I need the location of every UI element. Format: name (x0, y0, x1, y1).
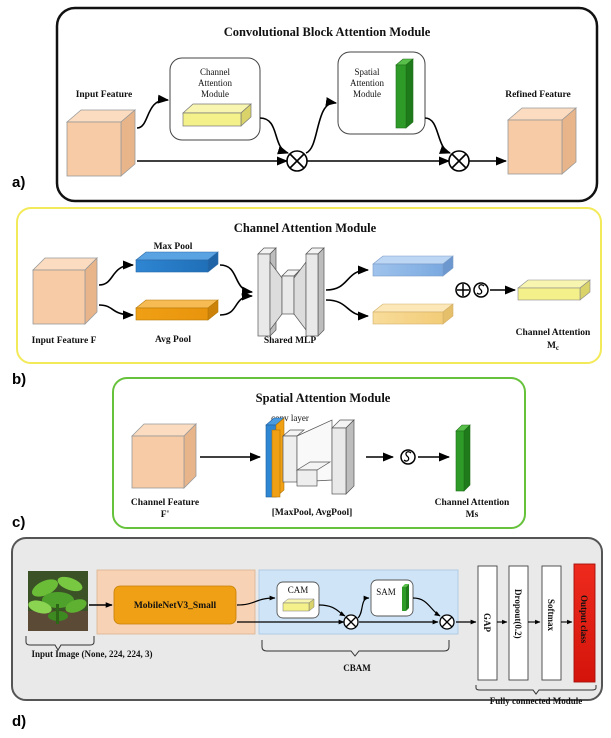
panel-a: Convolutional Block Attention Module Inp… (12, 6, 599, 203)
output-class-layer (573, 563, 596, 683)
multiply-op-1 (286, 150, 308, 172)
flow-sam-to-mul (412, 597, 441, 617)
input-image-brace (25, 636, 95, 651)
sigmoid-op-icon (473, 282, 489, 298)
cam-block-plate-icon (282, 598, 315, 612)
input-feature-f-label: Input Feature F (32, 336, 97, 346)
gap-layer (477, 565, 498, 681)
conv-layer-label: conv layer (271, 413, 309, 423)
cam-title-line3: Module (201, 89, 229, 99)
avg-pool-output-plate (372, 303, 454, 325)
flow-backbone-to-cam (236, 595, 276, 606)
gap-label: GAP (482, 613, 492, 633)
dropout-label: Dropout(0.2) (513, 589, 523, 639)
panel-b-label: b) (12, 371, 26, 388)
fc-module-brace (475, 685, 597, 695)
flow-avgpool-to-mlp (219, 291, 254, 316)
panel-a-title: Convolutional Block Attention Module (224, 25, 431, 39)
mobilenet-backbone-block (113, 585, 237, 625)
channel-attention-label-c2: Ms (466, 510, 479, 520)
multiply-op-d2 (439, 614, 455, 630)
panel-c-label: c) (12, 514, 25, 531)
channel-feature-cube (131, 423, 197, 489)
conv-layer-block (282, 419, 355, 495)
avg-pool-plate (135, 299, 219, 321)
multiply-op-2 (448, 150, 470, 172)
sam-title-line3: Module (353, 89, 381, 99)
channel-feature-label2: F' (161, 510, 169, 520)
channel-feature-label1: Channel Feature (131, 498, 199, 508)
panel-a-label: a) (12, 174, 25, 191)
flow-input-to-avgpool (98, 304, 135, 320)
flow-input-to-cam (136, 94, 170, 129)
avg-pool-label: Avg Pool (155, 335, 191, 345)
panel-c: Spatial Attention Module Channel Feature… (12, 377, 526, 531)
sam-block-label: SAM (376, 587, 396, 597)
flow-cam-to-mul1 (259, 117, 290, 155)
panel-b: Channel Attention Module Input Feature F… (12, 207, 602, 388)
panel-d-label: d) (12, 713, 26, 730)
cam-title-line1: Channel (200, 67, 230, 77)
flow-mlp-to-avg-out (325, 299, 370, 321)
max-pool-plate (135, 251, 219, 273)
flow-mlp-to-max-out (325, 265, 370, 291)
cam-title-line2: Attention (198, 78, 232, 88)
sam-bar-icon (395, 58, 414, 129)
spatial-attention-bar (455, 424, 471, 492)
refined-feature-cube (506, 107, 578, 175)
panel-d: MobileNetV3_Small CAM SAM (11, 537, 603, 730)
add-op-icon (455, 282, 471, 298)
input-image-label: Input Image (None, 224, 224, 3) (31, 649, 152, 659)
fc-module-label: Fully connected Module (490, 696, 583, 706)
flow-cam-to-mul (318, 604, 346, 617)
softmax-label: Softmax (546, 599, 556, 631)
channel-attention-plate (517, 279, 591, 301)
output-class-label: Output class (579, 595, 589, 644)
sigmoid-op-icon-c (400, 449, 416, 465)
sam-title-line1: Spatial (355, 67, 380, 77)
flow-mul-to-sam (357, 595, 370, 619)
cbam-brace (261, 640, 450, 657)
channel-attention-label-c1: Channel Attention (435, 498, 510, 508)
channel-attention-label-b1: Channel Attention (516, 328, 591, 338)
flow-sam-to-mul2 (424, 117, 452, 154)
refined-feature-label: Refined Feature (505, 90, 571, 100)
multiply-op-d1 (343, 614, 359, 630)
pooled-maps-block (265, 417, 285, 498)
channel-attention-label-b2: Mc (547, 341, 559, 352)
input-feature-label: Input Feature (76, 90, 133, 100)
max-pool-label: Max Pool (154, 242, 193, 252)
panel-b-title: Channel Attention Module (234, 221, 377, 235)
pool-concat-label: [MaxPool, AvgPool] (272, 508, 353, 518)
cbam-label: CBAM (343, 663, 371, 673)
flow-mul1-to-sam (305, 97, 338, 154)
input-feature-f-cube (32, 257, 98, 325)
softmax-layer (541, 565, 562, 681)
max-pool-output-plate (372, 255, 454, 277)
cam-block-label: CAM (288, 585, 309, 595)
flow-input-to-maxpool (98, 260, 135, 286)
panel-c-title: Spatial Attention Module (256, 391, 391, 405)
sam-block-bar-icon (402, 584, 409, 611)
shared-mlp-block (257, 247, 325, 337)
input-feature-cube (65, 109, 137, 177)
sam-title-line2: Attention (350, 78, 384, 88)
flow-maxpool-to-mlp (219, 264, 254, 296)
shared-mlp-label: Shared MLP (264, 336, 317, 346)
mobilenet-backbone-label: MobileNetV3_Small (134, 601, 217, 611)
input-image-thumbnail (28, 571, 88, 631)
cam-plate-icon (182, 103, 252, 127)
dropout-layer (508, 565, 529, 681)
